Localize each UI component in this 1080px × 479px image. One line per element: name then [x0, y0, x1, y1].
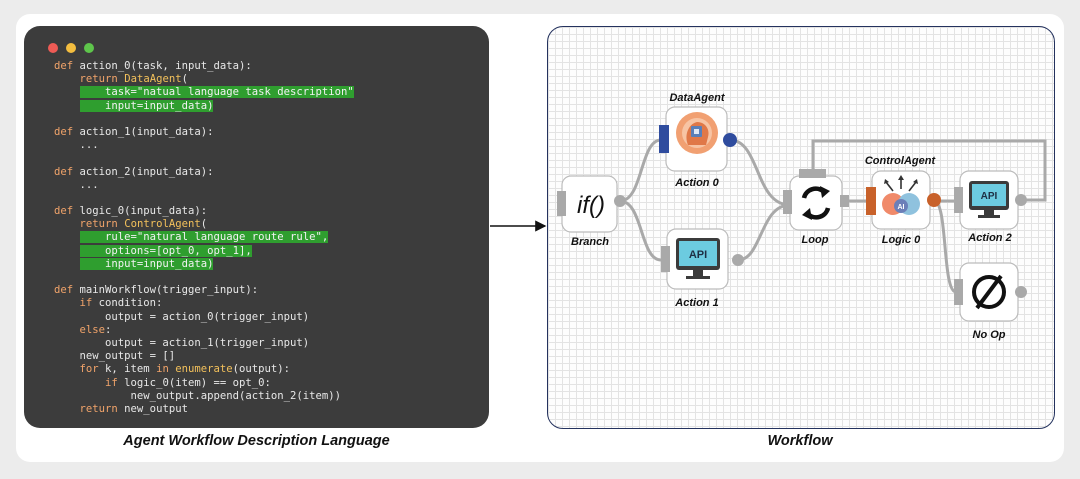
code-line: input=input_data)	[79, 257, 214, 270]
code-line: output = action_1(trigger_input)	[54, 336, 310, 349]
if-glyph: if()	[577, 192, 605, 219]
port-left	[659, 125, 669, 153]
node-noop[interactable]: No Op	[954, 262, 1027, 341]
port-right	[1015, 194, 1027, 206]
code-line: def logic_0(input_data):	[54, 205, 208, 218]
edge-action1-loop	[737, 203, 791, 262]
api-text: API	[689, 249, 707, 261]
edge-action2-loop-back	[811, 139, 1047, 202]
node-loop[interactable]: Loop	[783, 169, 849, 246]
port-right	[723, 133, 737, 147]
port-left	[954, 279, 963, 305]
node-action2[interactable]: API Action 2	[954, 170, 1027, 244]
code-line: output = action_0(trigger_input)	[54, 310, 310, 323]
action0-label: Action 0	[674, 177, 719, 189]
brain-ai-icon: AI	[882, 175, 920, 215]
code-line: ...	[54, 139, 99, 152]
code-line: options=[opt_0, opt_1],	[79, 244, 252, 257]
port-right	[614, 195, 626, 207]
code-line: def action_1(input_data):	[54, 125, 214, 138]
maximize-dot-icon	[84, 43, 94, 53]
port-right	[732, 254, 744, 266]
logic0-label: Logic 0	[882, 234, 921, 246]
port-right	[1015, 286, 1027, 298]
port-top	[799, 169, 826, 178]
code-line: return new_output	[79, 402, 188, 415]
controlagent-title: ControlAgent	[865, 155, 937, 167]
edge-branch-action1	[619, 199, 662, 262]
code-line: else:	[79, 323, 112, 336]
port-left	[557, 191, 566, 216]
noop-label: No Op	[973, 329, 1006, 341]
api-text: API	[981, 191, 998, 202]
port-right	[927, 193, 941, 207]
code-line: for k, item in enumerate(output):	[79, 363, 291, 376]
minimize-dot-icon	[66, 43, 76, 53]
code-line: if condition:	[79, 297, 163, 310]
code-line: def action_0(task, input_data):	[54, 60, 252, 72]
port-right	[840, 195, 849, 207]
code-listing: def action_0(task, input_data): return D…	[54, 60, 354, 416]
edge-branch-action0	[619, 138, 662, 203]
svg-text:AI: AI	[898, 204, 905, 211]
node-action1[interactable]: API Action 1	[661, 228, 744, 309]
node-logic0[interactable]: ControlAgent AI Logic 0	[865, 155, 941, 246]
head-chip-icon	[676, 112, 718, 154]
window-controls	[48, 43, 94, 53]
right-caption: Workflow	[767, 433, 833, 449]
port-left	[661, 246, 670, 272]
edge-logic0-noop	[933, 199, 957, 294]
action1-label: Action 1	[674, 297, 718, 309]
node-branch[interactable]: if() Branch	[557, 175, 626, 248]
port-left	[866, 187, 876, 215]
code-line: if logic_0(item) == opt_0:	[105, 376, 271, 389]
code-line: rule="natural language route rule",	[79, 231, 329, 244]
code-line: ...	[54, 178, 99, 191]
monitor-api-icon: API	[676, 238, 720, 279]
action2-label: Action 2	[967, 232, 1011, 244]
port-left	[954, 187, 963, 213]
code-line: task="natual language task description"	[79, 86, 354, 99]
monitor-api-icon: API	[969, 181, 1009, 218]
code-line: new_output.append(action_2(item))	[54, 389, 342, 402]
code-line: def mainWorkflow(trigger_input):	[54, 284, 259, 297]
code-line: new_output = []	[54, 350, 176, 363]
dataagent-title: DataAgent	[669, 92, 725, 104]
code-line: input=input_data)	[79, 99, 214, 112]
code-window: def action_0(task, input_data): return D…	[24, 26, 489, 428]
code-line: return ControlAgent(	[79, 218, 208, 231]
left-caption: Agent Workflow Description Language	[123, 433, 390, 449]
branch-label: Branch	[571, 236, 609, 248]
loop-label: Loop	[802, 234, 829, 246]
port-left	[783, 190, 792, 214]
node-action0[interactable]: DataAgent Action 0	[659, 92, 737, 189]
edge-action0-loop	[729, 138, 791, 207]
empty-set-icon	[972, 274, 1006, 310]
close-dot-icon	[48, 43, 58, 53]
code-line: def action_2(input_data):	[54, 165, 214, 178]
code-line: return DataAgent(	[79, 73, 188, 86]
